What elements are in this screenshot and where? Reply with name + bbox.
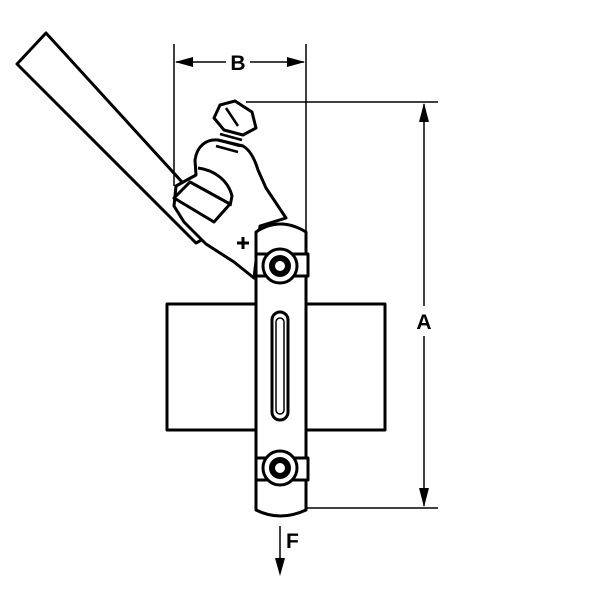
- force-arrow-head: [275, 558, 285, 576]
- dim-b-arrow-right: [287, 57, 305, 67]
- hex-nut-edge: [224, 107, 240, 127]
- dim-b-label: B: [230, 52, 245, 75]
- lower-bolt-highlight: [275, 463, 285, 473]
- dim-a-arrow-top: [419, 103, 429, 122]
- clamp-body: [172, 138, 288, 280]
- strap-slot-inner: [275, 317, 285, 415]
- upper-bolt-highlight: [275, 261, 285, 271]
- dim-a-arrow-bottom: [419, 488, 429, 507]
- hex-nut: [212, 99, 258, 137]
- clamp-mark: [237, 237, 249, 249]
- clamp-hook-curve: [197, 166, 234, 207]
- strap-slot: [270, 310, 290, 422]
- dim-a-label: A: [416, 311, 431, 334]
- force-label: F: [286, 530, 299, 553]
- dim-b-arrow-left: [175, 57, 193, 67]
